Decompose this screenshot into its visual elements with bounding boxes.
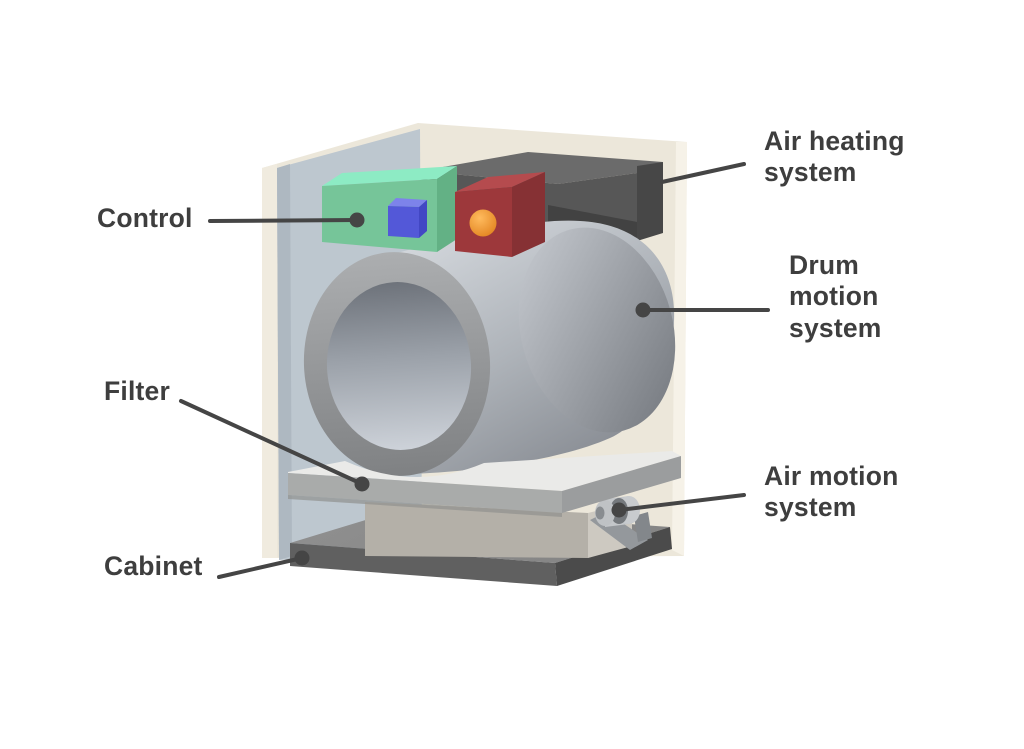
- drum: [303, 220, 676, 476]
- label-control: Control: [97, 203, 193, 233]
- label-cabinet: Cabinet: [104, 551, 203, 581]
- control-box: [322, 166, 457, 252]
- label-air-heating-system: Air heating system: [764, 126, 905, 188]
- indicator-box-red: [455, 172, 545, 257]
- label-air-motion-system: Air motion system: [764, 461, 899, 523]
- blower: [590, 496, 652, 550]
- control-button-blue: [388, 198, 427, 238]
- leader-air-motion: [611, 493, 746, 518]
- drum-back-cap: [518, 227, 676, 433]
- drum-opening: [326, 282, 472, 450]
- leader-air-heating: [660, 162, 746, 184]
- leader-filter: [179, 399, 370, 492]
- leader-control: [208, 212, 365, 228]
- leader-cabinet: [217, 550, 310, 579]
- leader-drum-motion: [635, 302, 770, 318]
- indicator-light-orange: [469, 209, 497, 237]
- leader-lines: [179, 162, 770, 579]
- label-drum-motion-system: Drum motion system: [789, 250, 882, 343]
- label-filter: Filter: [104, 376, 170, 406]
